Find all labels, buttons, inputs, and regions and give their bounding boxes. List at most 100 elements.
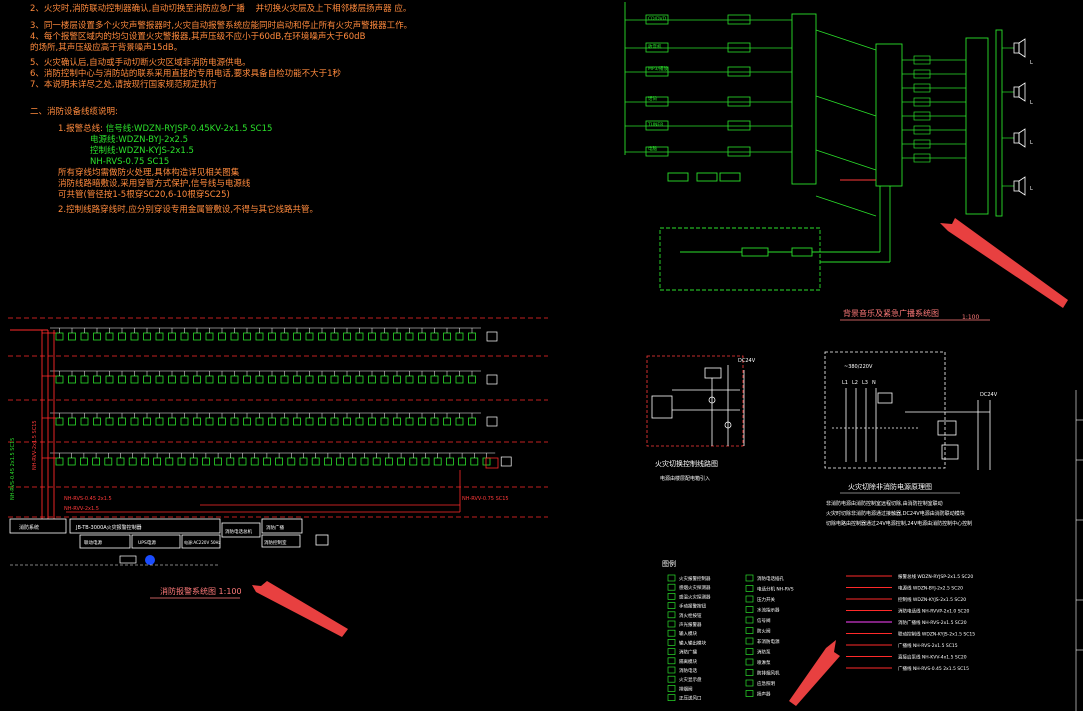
legend-symbol-icon (745, 637, 754, 645)
detector-icon (355, 417, 364, 426)
detector-icon (280, 417, 289, 426)
detector-icon (330, 375, 339, 384)
detector-icon (318, 332, 326, 341)
detector-icon (165, 457, 174, 466)
note-line: 6、消防控制中心与消防站的联系采用直接的专用电话,要求具备自检功能不大于1秒 (30, 69, 342, 79)
detector-icon (180, 417, 189, 426)
legend-item-label: 火灾报警控制器 (679, 575, 711, 582)
legend-item-label: 排烟阀 (679, 685, 693, 692)
detector-icon (318, 417, 326, 426)
detector-icon (323, 457, 332, 466)
detector-icon (143, 417, 151, 426)
detector-icon (80, 332, 89, 341)
detector-icon (443, 417, 451, 426)
detector-icon (393, 417, 401, 426)
legend-item-label: 应急照明 (757, 680, 775, 687)
phase-l2: L2 (852, 380, 858, 386)
detector-icon (105, 375, 114, 384)
detector-icon (218, 375, 226, 384)
detector-icon (255, 417, 264, 426)
detector-icon (80, 457, 88, 466)
note-line: 3、同一楼层设置多个火灾声警报器时,火灾自动报警系统应能同时启动和停止所有火灾声… (30, 21, 413, 31)
detector-icon (205, 375, 214, 384)
broadcast-scale: 1:100 (962, 314, 979, 321)
detector-icon (455, 417, 464, 426)
phone-host-label: 消防电话总机 (225, 528, 252, 535)
detector-icon (268, 375, 276, 384)
speaker-icon (1013, 180, 1020, 192)
legend-symbol-icon (745, 669, 754, 676)
detector-icon (455, 375, 464, 384)
detector-icon (128, 457, 137, 466)
detector-icon (405, 375, 414, 384)
detector-icon (205, 332, 214, 341)
detector-icon (305, 332, 314, 341)
legend-item-label: 声光报警器 (679, 621, 702, 628)
detector-icon (445, 457, 454, 466)
input-device (645, 14, 669, 25)
legend-item-label: 感烟火灾探测器 (679, 584, 711, 591)
detector-icon (468, 375, 476, 384)
input-module (727, 66, 751, 77)
row-terminal (486, 416, 498, 427)
detector-icon (180, 375, 189, 384)
detector-icon (116, 457, 125, 466)
detector-icon (372, 457, 381, 466)
legend-item-label: 压力开关 (757, 596, 775, 603)
cable-legend-label: 直接启泵线 NH-KVV-4x1.5 SC20 (898, 654, 967, 661)
detector-icon (238, 457, 247, 466)
legend-symbol-icon (745, 658, 754, 666)
detector-icon (330, 417, 339, 426)
cable-legend-label: 广播线 NH-RVS-0.45 2x1.5 SC15 (898, 665, 969, 672)
detector-icon (482, 457, 491, 466)
row-terminal (500, 456, 512, 467)
detector-icon (368, 375, 376, 384)
control-room-sub-label: 消防控制室 (264, 539, 287, 546)
detector-icon (430, 375, 439, 384)
extra-line: 所有穿线均需做防火处理,具体构造详见相关图集 (58, 168, 240, 178)
legend-item-label: 水流指示器 (757, 607, 780, 614)
detector-icon (118, 375, 126, 384)
phone-icon (315, 534, 329, 546)
detector-icon (468, 417, 476, 426)
detector-icon (421, 457, 430, 466)
cutoff-note-1: 非消防电源由消防控制室远程切除,由消防控制室联动 (826, 500, 943, 507)
detector-icon (433, 457, 442, 466)
detector-icon (280, 332, 289, 341)
detector-icon (268, 417, 276, 426)
legend-item-label: 信号阀 (757, 617, 771, 624)
extra-line: 消防线路暗敷设,采用穿管方式保护,信号线与电源线 (58, 179, 251, 189)
legend-item-label: 消防电话 (679, 667, 697, 674)
legend-item-label: 火灾显示盘 (679, 676, 702, 683)
detector-icon (105, 332, 114, 341)
amp-icon (913, 83, 931, 93)
right-module (485, 457, 499, 469)
row-terminal (486, 331, 498, 342)
detector-icon (226, 457, 235, 466)
right-cable-label: NH-RVV-0.75 SC15 (462, 496, 509, 502)
detector-icon (243, 332, 251, 341)
broadcast-title: 背景音乐及紧急广播系统图 (843, 308, 939, 318)
detector-icon (68, 417, 76, 426)
input-label-4: 话筒 (648, 95, 657, 102)
controller-label: JB-TB-3000A火灾报警控制器 (75, 524, 142, 531)
detector-icon (443, 375, 451, 384)
detector-icon (130, 417, 139, 426)
detector-icon (168, 417, 176, 426)
detector-icon (305, 417, 314, 426)
amp-icon (913, 111, 931, 121)
legend-item-label: 手动报警按钮 (679, 603, 706, 610)
speaker-label-2: L (1030, 100, 1033, 106)
phase-l1: L1 (842, 380, 848, 386)
detector-icon (55, 457, 64, 466)
detector-icon (118, 332, 126, 341)
mix-line (815, 195, 877, 217)
input-label-2: 收音机 (648, 43, 662, 50)
detector-icon (287, 457, 296, 466)
legend-item-label: 喷淋泵 (757, 659, 771, 666)
detector-icon (418, 417, 426, 426)
mix-line (815, 149, 877, 171)
input-label-1: CD/DVD (648, 16, 667, 22)
speaker-icon (1013, 42, 1020, 54)
